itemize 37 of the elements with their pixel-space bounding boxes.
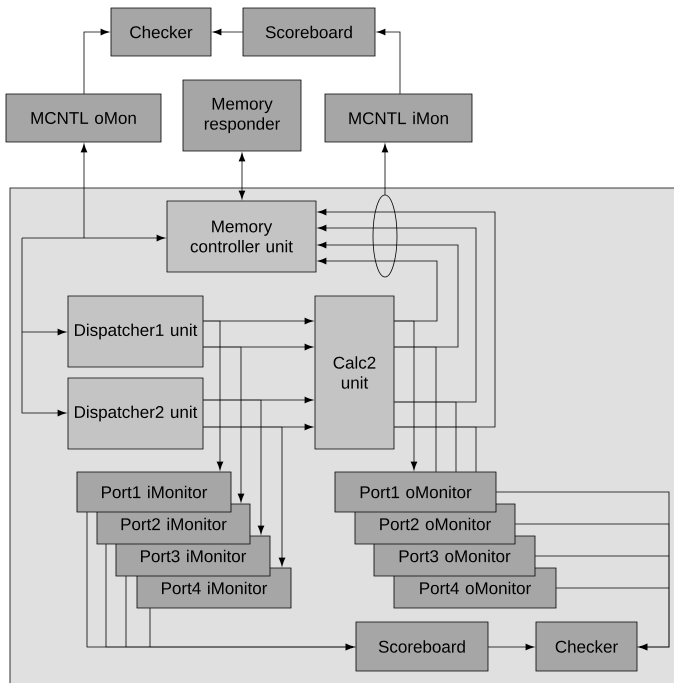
arrow (203, 426, 286, 566)
block-box: MCNTL iMon (324, 94, 472, 142)
arrow (318, 208, 496, 428)
arrow (212, 28, 243, 36)
arrow (22, 238, 66, 416)
arrow (84, 28, 110, 94)
block-box: Checker (536, 622, 638, 672)
arrow (203, 400, 264, 534)
block-box: Dispatcher2 unit (68, 378, 204, 450)
block-box: Scoreboard (356, 622, 488, 672)
arrow (394, 320, 418, 470)
arrow (318, 242, 458, 348)
block-box: Checker (110, 8, 212, 56)
arrow (22, 328, 66, 336)
arrow (318, 224, 476, 402)
arrow (488, 644, 534, 650)
arrow (238, 152, 246, 200)
block-box: MCNTL oMon (6, 94, 162, 142)
arrow (556, 588, 670, 650)
arrow (376, 28, 400, 94)
arrow (318, 258, 438, 322)
arrow (80, 144, 88, 238)
block-box: Calc2 unit (314, 296, 394, 450)
arrow (22, 234, 166, 242)
block-box: Port1 iMonitor (76, 472, 232, 512)
arrow (203, 346, 244, 502)
block-box: Dispatcher1 unit (68, 296, 204, 368)
block-box: Scoreboard (242, 8, 376, 56)
block-box: Memory controller unit (166, 200, 316, 272)
arrow (150, 608, 354, 650)
connector-line (394, 426, 476, 472)
bundle-tap-arrow (372, 144, 398, 278)
block-box: Memory responder (182, 80, 302, 152)
arrow (203, 320, 224, 470)
connector-line (394, 402, 456, 472)
connector-line (394, 346, 436, 472)
block-box: Port1 oMonitor (334, 472, 496, 512)
